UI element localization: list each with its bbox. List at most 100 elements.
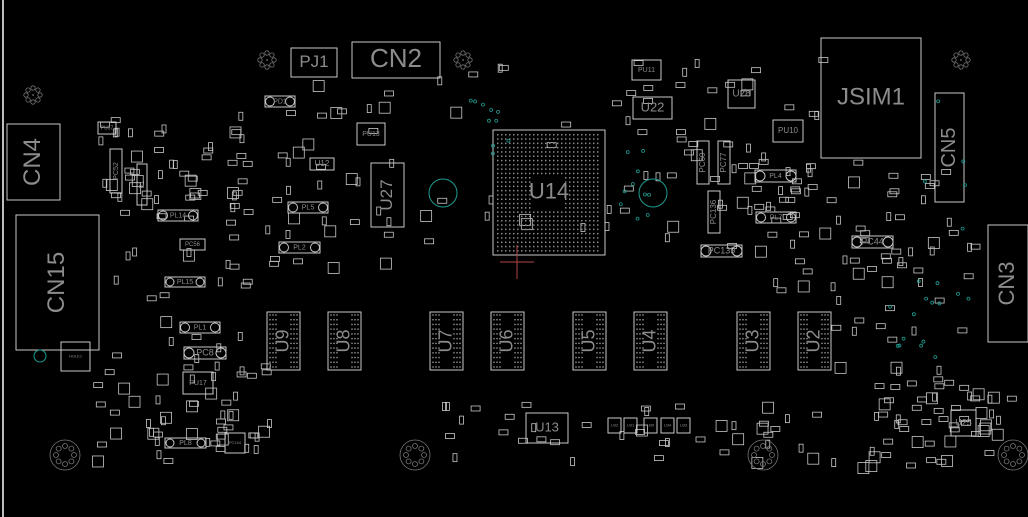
smd-footprint	[131, 150, 143, 163]
component-u2[interactable]: U2	[797, 311, 832, 371]
ball	[521, 138, 523, 140]
ball	[517, 314, 519, 316]
component-pc44[interactable]: PC44	[851, 235, 894, 249]
component-pl7[interactable]: PL7	[755, 211, 797, 224]
ball	[806, 337, 808, 340]
component-u33[interactable]: U33	[676, 417, 691, 434]
via	[645, 213, 650, 217]
ball	[501, 151, 503, 153]
component-u4[interactable]: U4	[633, 311, 668, 371]
ball	[529, 220, 531, 222]
component-u12[interactable]: U12	[309, 157, 335, 171]
ball	[827, 314, 829, 316]
pad-circle	[756, 212, 766, 223]
component-pu10[interactable]: PU10	[772, 119, 804, 143]
smd-footprint	[302, 138, 315, 151]
component-pl4[interactable]: PL4	[754, 169, 797, 183]
refdes-pl8: PL8	[179, 440, 192, 447]
component-pu37[interactable]: PU37	[97, 121, 117, 135]
component-hole1[interactable]: HOLE1	[60, 341, 91, 372]
via	[491, 143, 495, 148]
component-pj1[interactable]: PJ1	[290, 47, 338, 78]
component-u8[interactable]: U8	[327, 311, 362, 371]
ball	[505, 215, 507, 218]
component-u7[interactable]: U7	[429, 311, 464, 371]
ball	[525, 220, 527, 222]
ball	[739, 342, 741, 345]
component-pl8[interactable]: PL8	[164, 437, 207, 449]
component-u13[interactable]: U13	[525, 412, 569, 444]
ball	[499, 342, 501, 345]
ball	[660, 356, 662, 359]
ball	[763, 333, 765, 335]
ball	[593, 237, 595, 239]
ball	[517, 224, 519, 226]
smd-pad	[880, 253, 891, 260]
ball	[573, 224, 575, 226]
component-cn3[interactable]: CN3	[987, 224, 1028, 343]
component-f1[interactable]: F1	[136, 163, 148, 206]
component-pc136[interactable]: PC136	[707, 190, 721, 234]
component-pc139[interactable]: PC139	[700, 244, 743, 258]
refdes-u31: U31	[627, 423, 635, 428]
component-pl5[interactable]: PL5	[287, 201, 329, 214]
component-pl15[interactable]: PL15	[164, 276, 206, 288]
component-u25[interactable]: U25	[950, 409, 977, 437]
via	[888, 304, 893, 309]
ball	[541, 211, 543, 213]
component-pc56[interactable]: PC56	[179, 238, 206, 251]
ball	[541, 151, 543, 153]
component-u31[interactable]: U31	[623, 417, 638, 434]
component-u28[interactable]: U28	[727, 79, 756, 109]
component-u3[interactable]: U3	[736, 311, 771, 371]
component-pu11[interactable]: PU11	[631, 59, 662, 81]
component-cn4[interactable]: CN4	[6, 123, 61, 201]
smd-pad	[216, 418, 226, 425]
component-pc52[interactable]: PC52	[109, 148, 123, 194]
ball	[824, 323, 826, 326]
smd-pad	[1006, 395, 1017, 402]
component-u22[interactable]: U22	[632, 96, 673, 120]
component-pc77[interactable]: PC77	[717, 140, 731, 185]
component-cn15[interactable]: CN15	[15, 214, 100, 351]
component-u5[interactable]: U5	[572, 311, 607, 371]
component-pl2[interactable]: PL2	[278, 241, 321, 254]
component-u32[interactable]: U32	[607, 417, 622, 434]
component-pc60[interactable]: PC60	[696, 140, 710, 185]
ball	[760, 361, 762, 363]
component-cn5[interactable]: CN5	[934, 92, 965, 203]
component-pu13[interactable]: PU13	[356, 122, 386, 146]
smd-pad	[849, 257, 860, 264]
component-pl1[interactable]: PL1	[179, 321, 221, 334]
ball	[575, 323, 577, 326]
component-u9[interactable]: U9	[266, 311, 301, 371]
ball	[573, 245, 575, 248]
ball	[597, 138, 599, 140]
component-u6[interactable]: U6	[490, 311, 525, 371]
component-cn2[interactable]: CN2	[351, 41, 441, 79]
component-pc154[interactable]: PC154	[224, 432, 246, 454]
component-pl14[interactable]: PL14	[157, 209, 199, 222]
component-u30[interactable]: U30	[643, 417, 658, 434]
component-jsim1[interactable]: JSIM1	[820, 37, 922, 159]
ball	[549, 138, 551, 140]
ball	[513, 215, 515, 218]
ball	[573, 155, 575, 157]
component-u27[interactable]: U27	[370, 162, 405, 228]
ball	[330, 319, 332, 321]
ball	[330, 352, 332, 354]
ball	[596, 319, 598, 321]
ball	[596, 356, 598, 359]
ball	[565, 228, 567, 231]
component-u34[interactable]: U34	[660, 417, 675, 434]
component-pd1[interactable]: PD1	[264, 95, 296, 108]
ball	[438, 352, 440, 354]
smd-pad	[437, 197, 448, 204]
component-u14[interactable]: U14	[492, 129, 606, 256]
ball	[497, 220, 499, 222]
component-pu17[interactable]: PU17	[182, 371, 214, 395]
component-pc8[interactable]: PC8	[183, 346, 227, 360]
ball	[517, 232, 519, 235]
